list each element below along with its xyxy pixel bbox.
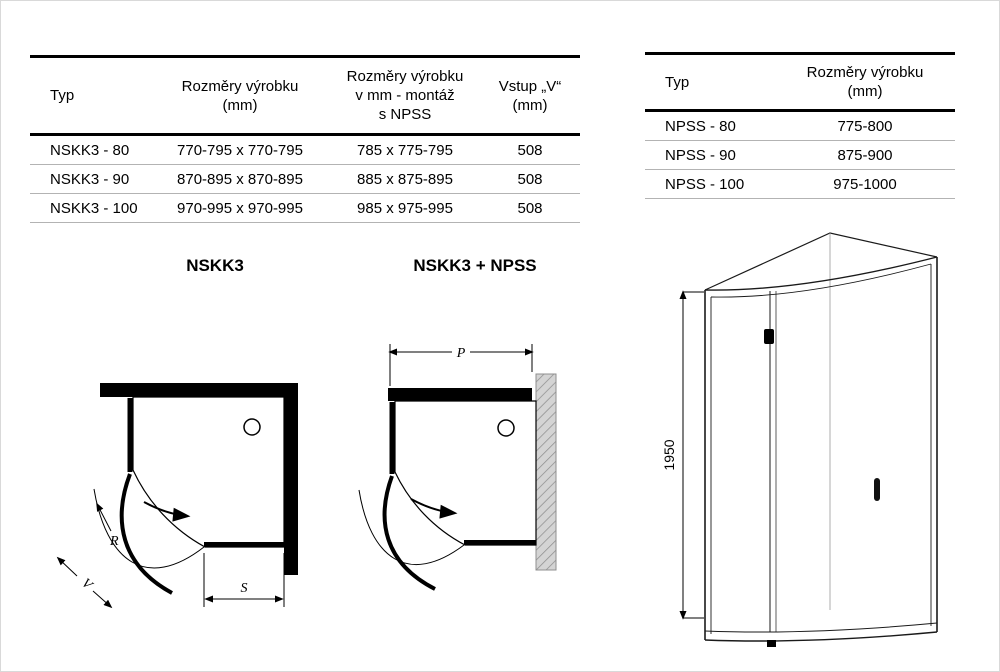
door-open [382,475,436,591]
cell-entry: 508 [480,134,580,165]
cell-dimensions: 970-995 x 970-995 [150,193,330,223]
cell-dimensions-npss: 885 x 875-895 [330,164,480,194]
table-row: NSKK3 - 100 970-995 x 970-995 985 x 975-… [30,193,580,223]
header-dimensions: Rozměry výrobku (mm) [150,56,330,136]
enclosure-3d-outline [704,232,938,642]
table-row: NPSS - 90 875-900 [645,140,955,170]
shower-tray [132,396,285,548]
header-typ: Typ [645,53,775,112]
width-label: P [456,346,466,361]
top-wall [388,388,532,401]
cell-dimensions: 770-795 x 770-795 [150,134,330,165]
cell-typ: NSKK3 - 80 [30,134,150,165]
cell-dimensions: 975-1000 [775,169,955,199]
cell-typ: NPSS - 80 [645,110,775,141]
door-handle [874,478,880,501]
door-open [119,473,173,595]
cell-entry: 508 [480,193,580,223]
base-top-edge [704,622,938,633]
header-typ: Typ [30,56,150,136]
header-dimensions-npss: Rozměry výrobku v mm - montáž s NPSS [330,56,480,136]
height-label: 1950 [661,439,677,470]
door-swing-path [93,488,205,569]
cell-dimensions: 875-900 [775,140,955,170]
top-wall [100,383,298,397]
table-row: NPSS - 100 975-1000 [645,169,955,199]
diagram-title-nskk3: NSKK3 [186,256,244,275]
cell-typ: NPSS - 100 [645,169,775,199]
radius-leader [96,502,112,532]
plan-view-nskk3: R V S [56,383,298,609]
table-row: NPSS - 80 775-800 [645,110,955,141]
side-label: S [241,581,248,596]
entry-dim-b [92,590,113,609]
cell-dimensions: 870-895 x 870-895 [150,164,330,194]
door-direction-arrow [143,501,191,522]
door-direction-arrow [410,498,458,519]
door-swing-path [358,489,465,565]
table-row: NSKK3 - 80 770-795 x 770-795 785 x 775-7… [30,134,580,165]
top-rim-outer [704,256,938,291]
door-bracket [764,329,774,344]
drain [497,419,515,437]
cell-typ: NPSS - 90 [645,140,775,170]
cell-dimensions: 775-800 [775,110,955,141]
base-foot [767,640,776,647]
cell-typ: NSKK3 - 100 [30,193,150,223]
header-dimensions: Rozměry výrobku (mm) [775,53,955,112]
table-row: NSKK3 - 90 870-895 x 870-895 885 x 875-8… [30,164,580,194]
table-header-row: Typ Rozměry výrobku (mm) [645,53,955,112]
header-entry: Vstup „V“ (mm) [480,56,580,136]
npss-wall [535,373,557,571]
cell-entry: 508 [480,164,580,194]
shower-tray [394,400,537,546]
entry-dim-a [56,556,78,577]
diagram-title-nskk3-npss: NSKK3 + NPSS [413,256,537,275]
base-bottom-edge [704,631,938,642]
side-wall [284,383,298,575]
cell-dimensions-npss: 985 x 975-995 [330,193,480,223]
table-header-row: Typ Rozměry výrobku (mm) Rozměry výrobku… [30,56,580,136]
npss-spec-table: Typ Rozměry výrobku (mm) NPSS - 80 775-8… [645,52,955,199]
drain [243,418,261,436]
perspective-view: 1950 [661,232,938,647]
nskk3-spec-table: Typ Rozměry výrobku (mm) Rozměry výrobku… [30,55,580,223]
top-rim-inner [710,263,932,298]
cell-dimensions-npss: 785 x 775-795 [330,134,480,165]
plan-view-nskk3-npss: P [358,344,557,591]
radius-label: R [109,534,119,549]
cell-typ: NSKK3 - 90 [30,164,150,194]
